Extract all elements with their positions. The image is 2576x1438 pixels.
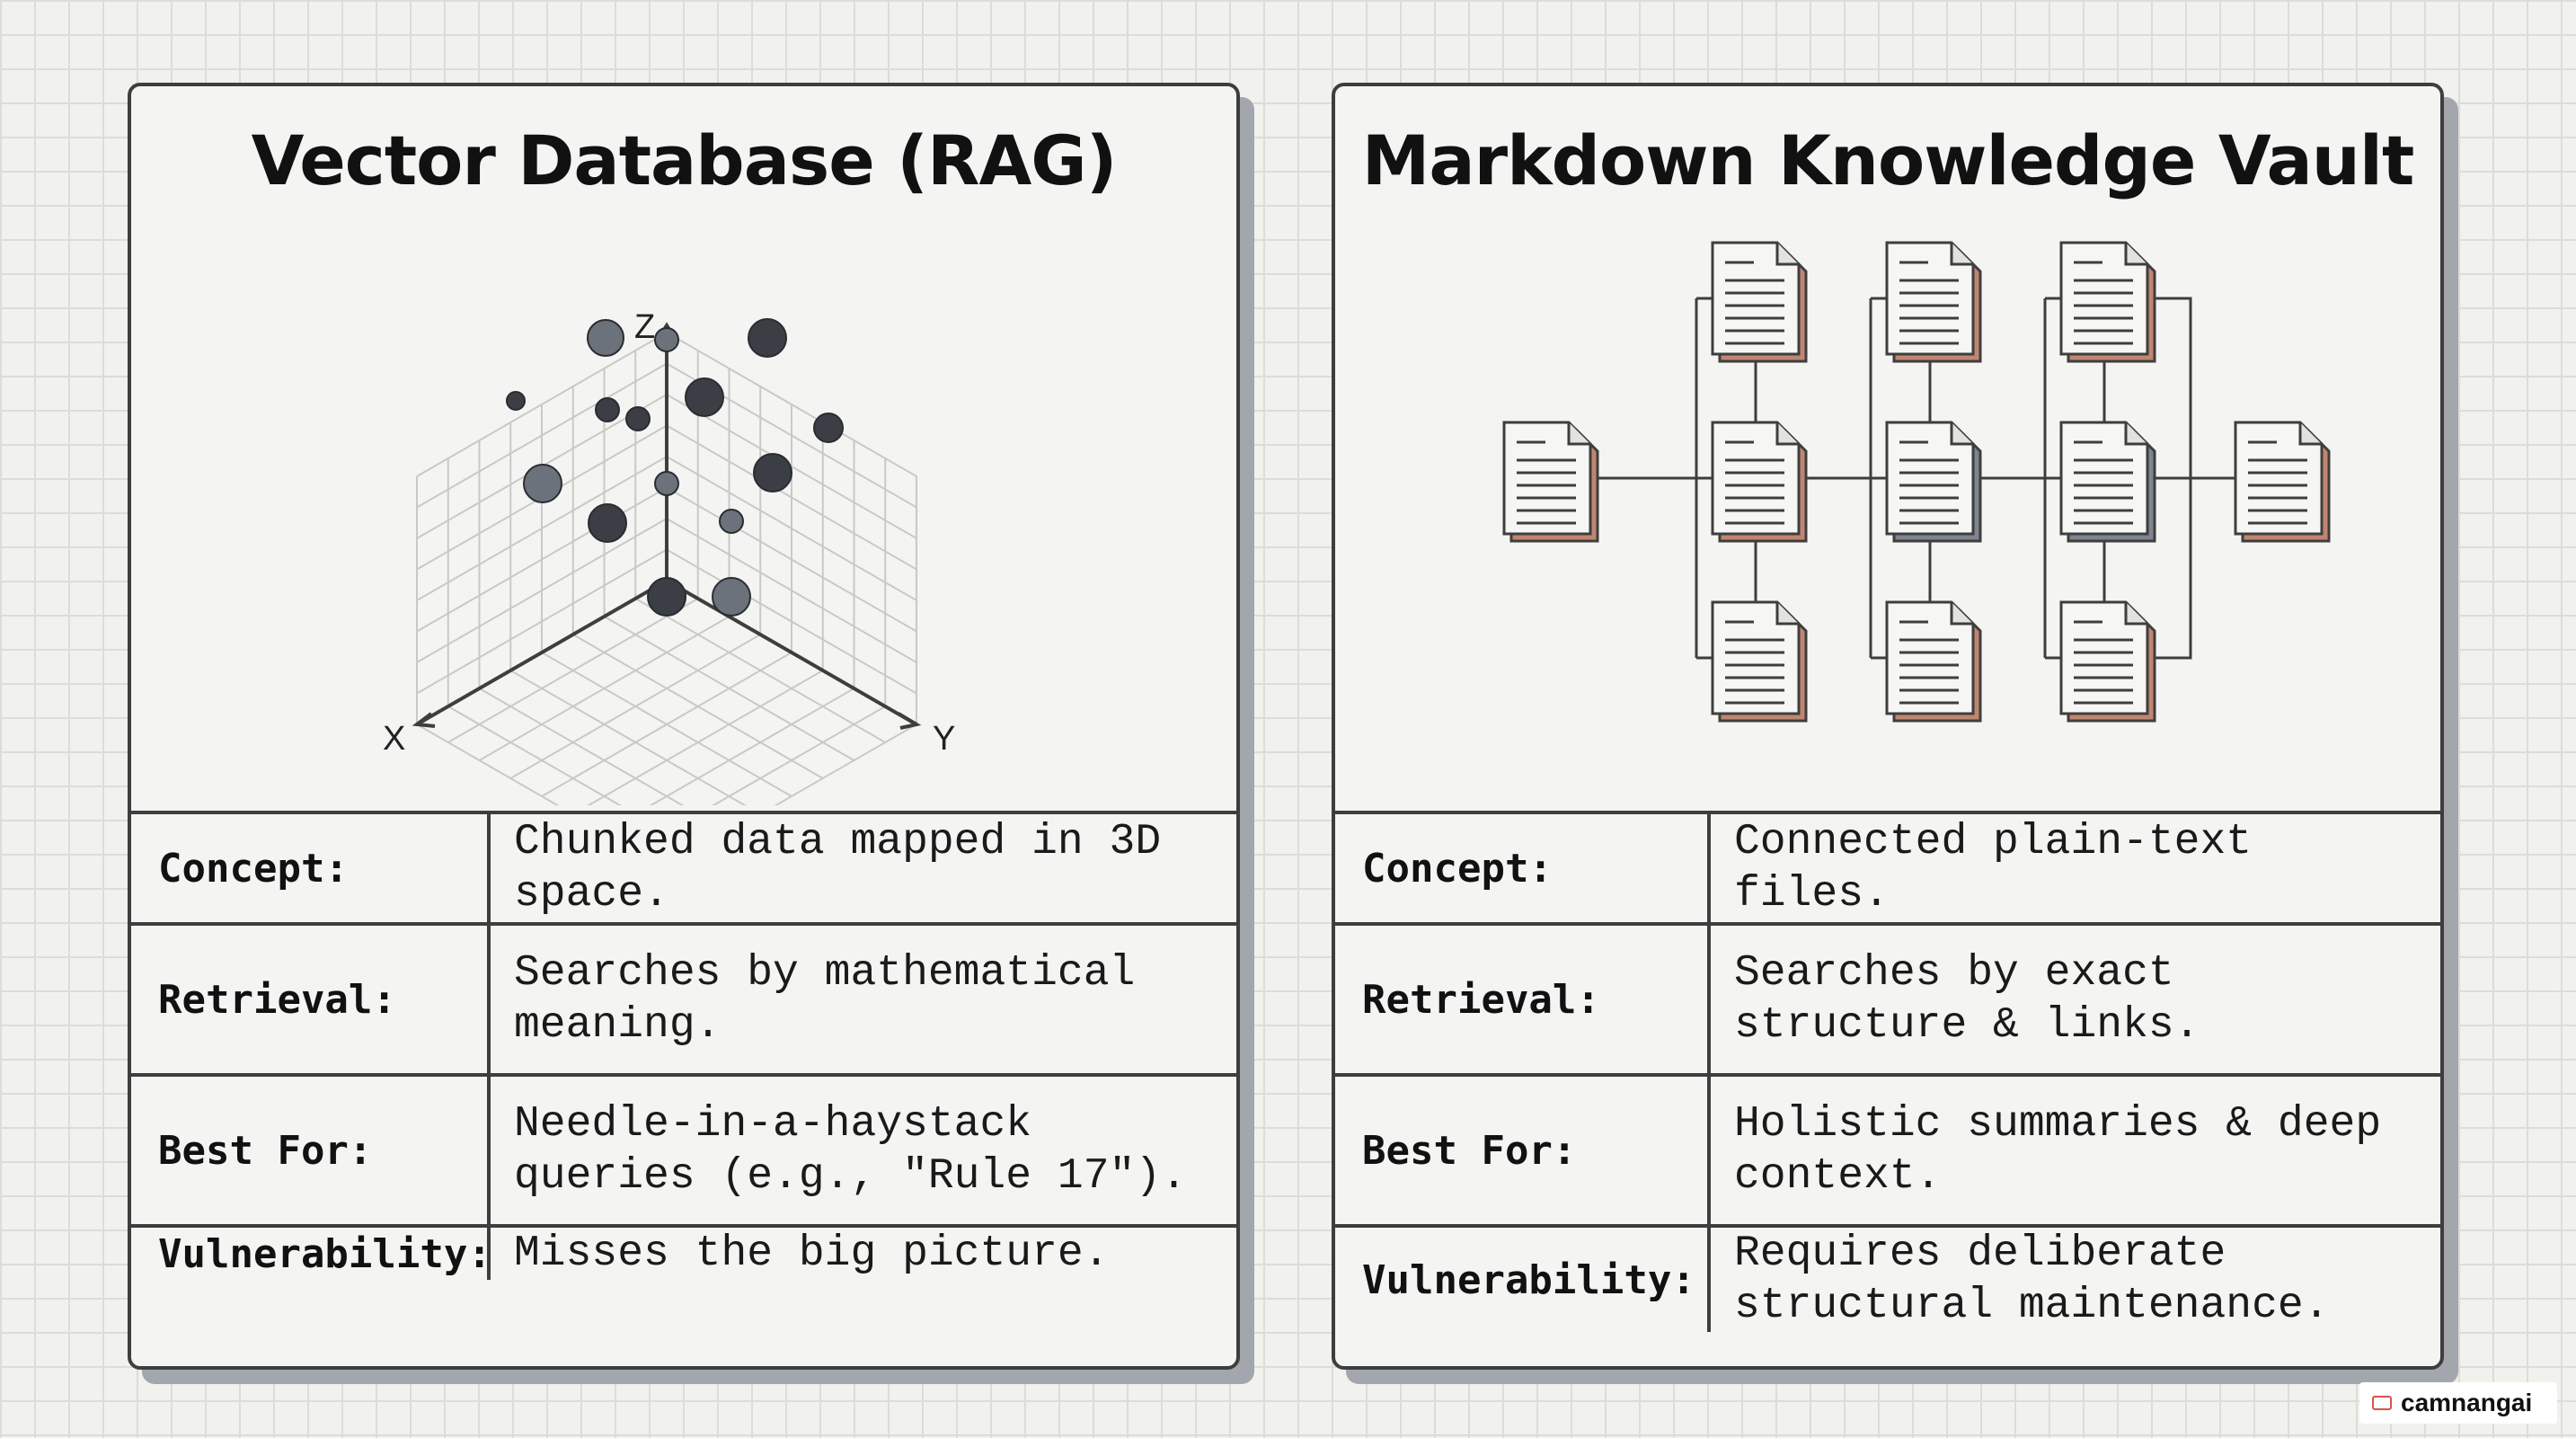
data-point — [748, 318, 787, 358]
grid-line — [447, 706, 622, 805]
grid-line — [479, 688, 685, 805]
grid-line — [666, 394, 917, 539]
data-point — [753, 453, 792, 493]
table-row: Best For: Needle-in-a-haystack queries (… — [131, 1075, 1236, 1228]
y-axis-label: Y — [933, 720, 955, 758]
data-point — [654, 471, 679, 496]
markdown-file-icon — [1502, 421, 1599, 543]
row-value: Searches by exact structure & links. — [1709, 924, 2440, 1077]
grid-line — [541, 652, 792, 797]
row-value: Chunked data mapped in 3D space. — [489, 812, 1236, 926]
markdown-file-icon — [2059, 600, 2156, 723]
grid-line — [774, 723, 917, 805]
link-line — [2140, 297, 2192, 660]
markdown-file-icon — [1711, 241, 1808, 363]
data-point — [506, 391, 526, 411]
row-label: Retrieval: — [131, 924, 491, 1077]
table-row: Retrieval: Searches by exact structure &… — [1335, 924, 2440, 1077]
table-row: Concept: Chunked data mapped in 3D space… — [131, 812, 1236, 926]
data-point — [625, 406, 651, 431]
table-row: Concept: Connected plain-text files. — [1335, 812, 2440, 926]
markdown-vault-panel: Markdown Knowledge Vault C — [1332, 83, 2444, 1370]
row-label: Vulnerability: — [1335, 1226, 1711, 1332]
grid-line — [666, 332, 917, 477]
data-point — [654, 327, 679, 352]
axes — [412, 322, 922, 730]
panel-title: Vector Database (RAG) — [251, 120, 1118, 200]
grid-line — [416, 362, 668, 509]
watermark-logo-icon — [2372, 1396, 2392, 1410]
data-point — [588, 503, 627, 543]
row-label: Concept: — [1335, 812, 1711, 926]
grid-line — [587, 670, 824, 805]
data-points — [506, 318, 844, 617]
row-value: Searches by mathematical meaning. — [489, 924, 1236, 1077]
row-value: Misses the big picture. — [514, 1229, 1110, 1278]
watermark: camnangai — [2359, 1382, 2557, 1424]
grid-line — [416, 332, 668, 477]
table-row: Retrieval: Searches by mathematical mean… — [131, 924, 1236, 1077]
markdown-file-icon — [1885, 241, 1982, 363]
grid-line — [666, 456, 917, 601]
data-point — [595, 397, 620, 422]
vector-space-diagram: Z X Y — [383, 308, 955, 805]
row-value: Requires deliberate structural maintenan… — [1734, 1229, 2330, 1330]
row-label: Best For: — [1335, 1075, 1711, 1228]
row-value: Holistic summaries & deep context. — [1709, 1075, 2440, 1228]
table-row: Best For: Holistic summaries & deep cont… — [1335, 1075, 2440, 1228]
grid-line — [666, 424, 917, 571]
data-point — [685, 377, 724, 417]
grid-line — [416, 723, 560, 805]
row-value: Needle-in-a-haystack queries (e.g., "Rul… — [489, 1075, 1236, 1228]
data-point — [712, 577, 751, 617]
panel-title: Markdown Knowledge Vault — [1361, 120, 2415, 200]
data-point — [523, 464, 562, 503]
data-point — [647, 577, 686, 617]
y-axis-line — [666, 579, 917, 726]
table-row: Vulnerability: Misses the big picture. — [131, 1226, 1236, 1280]
document-network-diagram — [1502, 241, 2331, 723]
grid-line — [509, 670, 747, 805]
row-value: Connected plain-text files. — [1709, 812, 2440, 926]
row-label: Retrieval: — [1335, 924, 1711, 1077]
grid-line — [649, 688, 854, 805]
documents — [1502, 241, 2331, 723]
grid-line — [712, 706, 886, 805]
markdown-file-icon — [2234, 421, 2331, 543]
data-point — [813, 413, 844, 443]
vector-database-panel: Vector Database (RAG) Z X Y Concept: Chu… — [128, 83, 1240, 1370]
row-label: Best For: — [131, 1075, 491, 1228]
x-axis-label: X — [383, 720, 405, 758]
comparison-table: Concept: Connected plain-text files. Ret… — [1335, 811, 2440, 1332]
x-axis-arrow — [412, 712, 436, 728]
markdown-file-icon — [1711, 600, 1808, 723]
z-axis-label: Z — [634, 308, 655, 346]
table-row: Vulnerability: Requires deliberate struc… — [1335, 1226, 2440, 1332]
grid-line — [416, 456, 668, 601]
data-point — [719, 509, 744, 534]
markdown-file-icon — [1885, 421, 1982, 543]
x-axis-line — [416, 579, 668, 726]
markdown-file-icon — [2059, 421, 2156, 543]
row-label: Concept: — [131, 812, 491, 926]
y-axis-arrow — [897, 712, 922, 730]
markdown-file-icon — [2059, 241, 2156, 363]
markdown-file-icon — [1885, 600, 1982, 723]
watermark-text: camnangai — [2401, 1389, 2533, 1416]
comparison-table: Concept: Chunked data mapped in 3D space… — [131, 811, 1236, 1280]
data-point — [587, 319, 624, 357]
row-label: Vulnerability: — [131, 1226, 491, 1280]
markdown-file-icon — [1711, 421, 1808, 543]
